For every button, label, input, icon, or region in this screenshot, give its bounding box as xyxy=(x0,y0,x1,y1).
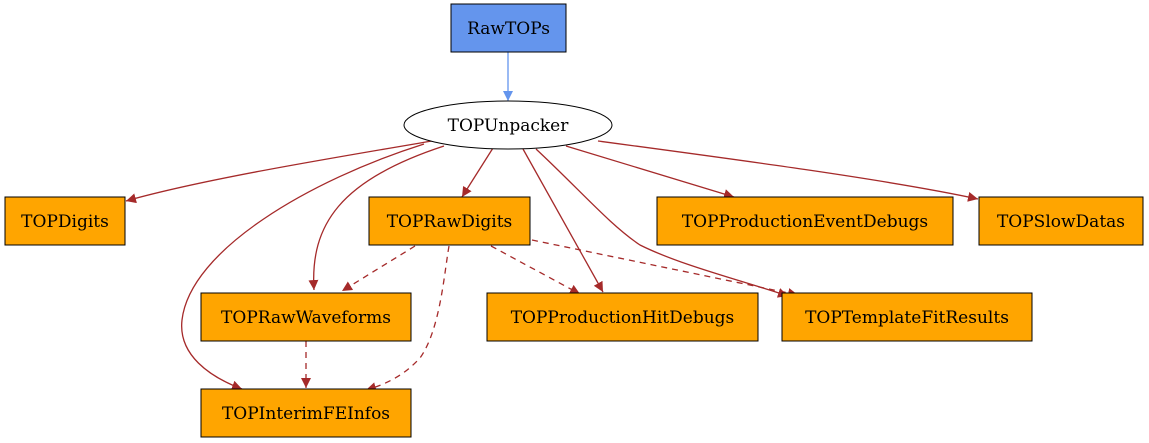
edge-toprawdigits-to-toprawwaveforms xyxy=(341,245,416,292)
node-label-topunpacker: TOPUnpacker xyxy=(448,116,570,136)
node-label-topproductioneventdebugs: TOPProductionEventDebugs xyxy=(682,212,928,232)
edge-topunpacker-to-topslowdatas xyxy=(597,140,979,202)
edge-toprawdigits-to-topinterimfeinfos xyxy=(365,245,450,392)
node-label-toprawwaveforms: TOPRawWaveforms xyxy=(221,308,391,328)
node-topunpacker: TOPUnpacker xyxy=(403,100,613,150)
node-label-topslowdatas: TOPSlowDatas xyxy=(997,212,1125,232)
node-topslowdatas: TOPSlowDatas xyxy=(978,196,1144,246)
edge-topunpacker-to-topinterimfeinfos xyxy=(181,143,425,391)
edge-topunpacker-to-topdigits xyxy=(125,140,433,204)
node-label-toptemplatefitresults: TOPTemplateFitResults xyxy=(805,308,1009,328)
node-toptemplatefitresults: TOPTemplateFitResults xyxy=(781,292,1033,342)
node-label-toprawdigits: TOPRawDigits xyxy=(387,212,513,232)
node-label-topdigits: TOPDigits xyxy=(21,212,109,232)
edge-toprawdigits-to-topproductionhitdebugs xyxy=(490,245,581,295)
node-rawtops: RawTOPs xyxy=(450,3,567,53)
node-topinterimfeinfos: TOPInterimFEInfos xyxy=(200,388,412,438)
node-topproductioneventdebugs: TOPProductionEventDebugs xyxy=(656,196,954,246)
node-label-rawtops: RawTOPs xyxy=(467,19,550,39)
edge-toprawdigits-to-toptemplatefitresults xyxy=(531,239,799,298)
edge-topunpacker-to-toptemplatefitresults xyxy=(535,148,789,298)
edges xyxy=(125,52,979,392)
edge-topunpacker-to-topproductioneventdebugs xyxy=(565,145,735,199)
edge-topunpacker-to-topproductionhitdebugs xyxy=(522,148,604,293)
edge-topunpacker-to-toprawwaveforms xyxy=(308,145,445,291)
node-label-topinterimfeinfos: TOPInterimFEInfos xyxy=(222,404,390,424)
node-topproductionhitdebugs: TOPProductionHitDebugs xyxy=(486,292,759,342)
node-toprawwaveforms: TOPRawWaveforms xyxy=(200,292,412,342)
node-toprawdigits: TOPRawDigits xyxy=(368,196,531,246)
node-topdigits: TOPDigits xyxy=(4,196,126,246)
edge-topunpacker-to-toprawdigits xyxy=(461,147,494,198)
node-label-topproductionhitdebugs: TOPProductionHitDebugs xyxy=(511,308,735,328)
